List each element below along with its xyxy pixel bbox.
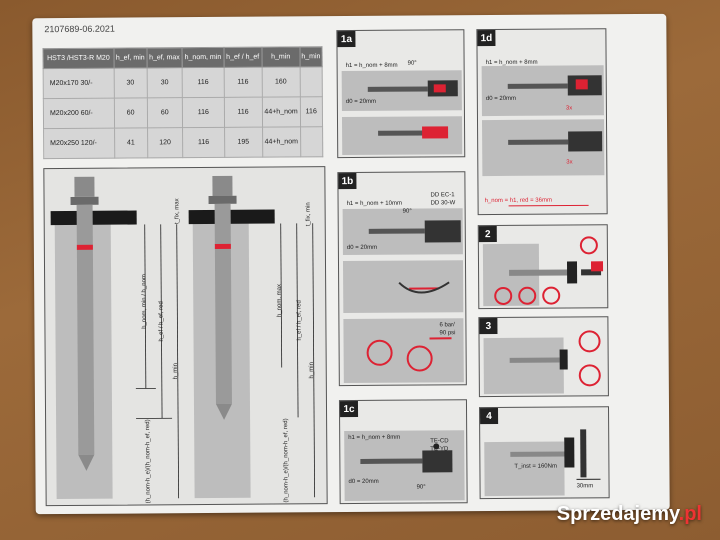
step-label: 30mm	[576, 483, 594, 490]
step-label: 90°	[416, 484, 426, 491]
diamond-drill-icon	[366, 220, 461, 372]
watermark-suffix: .pl	[678, 503, 702, 525]
instruction-sheet: 2107689-06.2021 HST3 /HST3-R M20 h_ef, m…	[32, 13, 670, 515]
step-label: 3x	[566, 159, 573, 166]
hmin-left-label: h_min	[172, 363, 179, 380]
table-header: h_ef, max	[146, 47, 183, 68]
step-label: 90°	[407, 60, 417, 67]
step-label: h_nom = h1, red = 36mm	[484, 197, 552, 205]
step-4-panel: 4 T_inst = 160Nm 30mm	[479, 406, 610, 500]
anchor-depth-diagram: t_fix, max h_nom, min / h_nom h_ef / h_e…	[43, 166, 328, 507]
table-cell: 30	[146, 67, 183, 98]
table-row: M20x250 120/- 41 120 116 195 44+h_nom	[43, 126, 323, 159]
table-cell: 116	[182, 97, 225, 128]
table-cell: 160	[261, 66, 300, 98]
table-cell: 116	[182, 127, 225, 158]
table-cell: 116	[223, 67, 262, 98]
table-cell: 30	[113, 67, 148, 99]
step-label: h1 = h_nom + 10mm	[346, 200, 402, 208]
step-label: DD 30-W	[430, 200, 456, 207]
hmin-right-label: h_min	[308, 362, 315, 379]
hef-left-label: h_ef / h_ef, red	[158, 301, 165, 342]
step-1d-panel: 1d h1 = h_nom + 8mm d0 = 20mm 3x 3x h_no…	[476, 28, 608, 216]
table-header: h_min	[261, 46, 300, 68]
insert-anchor-icon	[494, 236, 604, 305]
hammer-drill-icon	[360, 443, 453, 473]
table-cell: M20x250 120/-	[43, 128, 115, 159]
step-1c-panel: 1c h1 = h_nom + 8mm d0 = 20mm TE-CD TE-Y…	[338, 399, 468, 505]
anchor-dimension-table: HST3 /HST3-R M20 h_ef, min h_ef, max h_n…	[42, 46, 323, 159]
step-1a-panel: 1a h1 = h_nom + 8mm d0 = 20mm 90°	[336, 29, 466, 159]
step-label: 90°	[402, 208, 412, 215]
step-label: d0 = 20mm	[485, 95, 517, 103]
table-cell: 44+h_nom	[261, 96, 301, 128]
table-cell: M20x200 60/-	[43, 98, 115, 129]
step-label: h1 = h_nom + 8mm	[485, 59, 538, 67]
formula-right-label: (h_nom-h_e)/(h_nom-h_ef, red)	[283, 418, 290, 503]
table-header: HST3 /HST3-R M20	[42, 48, 114, 69]
torque-wrench-icon	[510, 429, 601, 480]
anchor-drawing	[50, 175, 316, 499]
step-label: 3x	[565, 105, 573, 112]
hnom-left-label: h_nom, min / h_nom	[141, 274, 148, 329]
seat-anchor-icon	[509, 330, 601, 387]
step-label: TE-YD	[430, 446, 449, 453]
table-header: h_ef / h_ef	[223, 47, 262, 68]
step-label: DD EC-1	[430, 192, 455, 199]
step-3-panel: 3	[478, 316, 609, 398]
document-number: 2107689-06.2021	[44, 23, 115, 35]
step-label: h1 = h_nom + 8mm	[345, 62, 398, 70]
table-cell	[300, 126, 323, 157]
step-label: d0 = 20mm	[345, 98, 377, 106]
table-cell: 41	[114, 127, 148, 159]
table-cell: 120	[147, 127, 183, 158]
table-header: h_nom, min	[181, 47, 224, 68]
formula-left-label: (h_nom-h_e)/(h_nom-h_ef, red)	[145, 419, 152, 504]
step-label: 90 psi	[439, 330, 456, 337]
table-cell: 60	[113, 97, 148, 129]
table-header: h_min	[299, 46, 323, 67]
table-cell: 60	[147, 97, 183, 128]
table-cell: 116	[299, 96, 323, 127]
step-2-panel: 2	[477, 224, 609, 310]
step-label: d0 = 20mm	[346, 244, 378, 252]
drill-icon	[367, 80, 458, 139]
table-row: M20x200 60/- 60 60 116 116 44+h_nom 116	[43, 96, 323, 129]
step-label: h1 = h_nom + 8mm	[348, 434, 401, 442]
table-cell: 116	[182, 67, 225, 98]
tfix-min-label: t_fix, min	[305, 202, 312, 227]
hnom-right-label: h_nom, max	[276, 283, 283, 318]
step-label: d0 = 20mm	[348, 478, 379, 486]
step-1b-panel: 1b h1 = h_nom + 10mm d0 = 20mm DD EC-1 D…	[337, 171, 467, 387]
table-cell: M20x170 30/-	[43, 68, 114, 99]
watermark-text: Sprzedajemy	[556, 503, 679, 525]
table-header: h_ef, min	[113, 47, 147, 69]
tfix-max-label: t_fix, max	[174, 198, 181, 225]
step-label: 6 bar/	[439, 322, 455, 329]
table-cell: 195	[224, 127, 263, 158]
table-cell: 116	[224, 97, 263, 128]
hef-right-label: h_ef / h_ef, red	[296, 300, 303, 341]
table-row: M20x170 30/- 30 30 116 116 160	[43, 66, 323, 99]
table-cell: 44+h_nom	[262, 126, 301, 158]
drill-icon	[507, 75, 603, 207]
table-cell	[299, 66, 323, 97]
torque-label: T_inst = 160Nm	[514, 463, 557, 470]
watermark-logo: Sprzedajemy.pl	[557, 503, 702, 526]
step-label: TE-CD	[430, 438, 449, 445]
